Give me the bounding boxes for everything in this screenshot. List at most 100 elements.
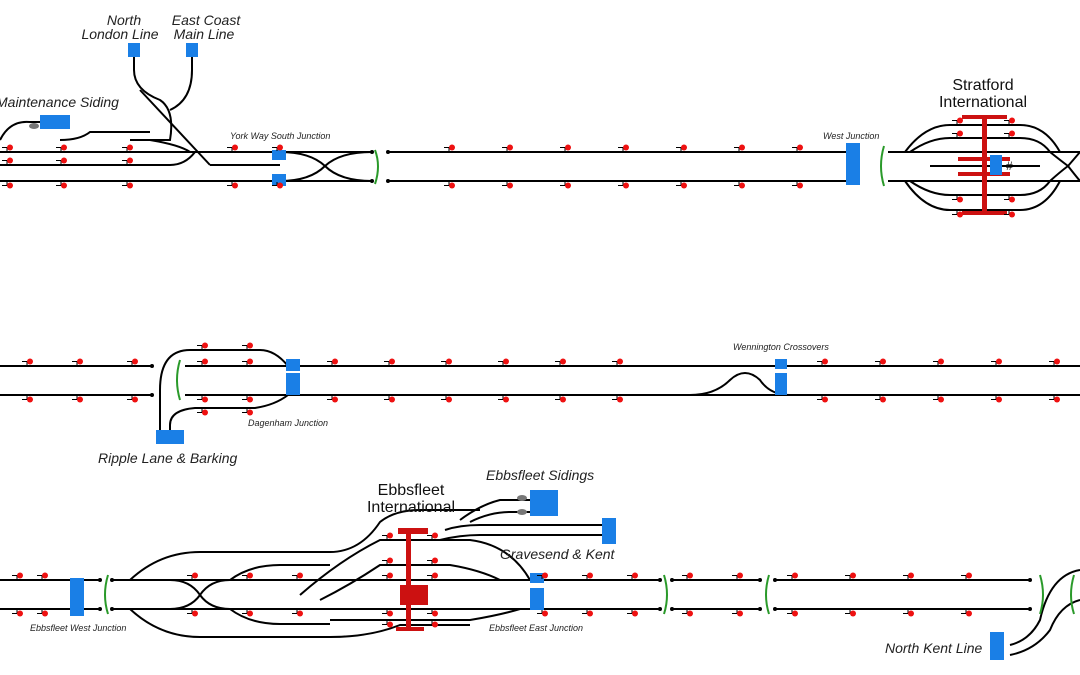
track-end bbox=[773, 607, 777, 611]
signal bbox=[56, 182, 67, 189]
signal bbox=[502, 144, 513, 151]
signal bbox=[952, 130, 963, 137]
block-sidings bbox=[530, 490, 558, 516]
track-eb-xd bbox=[229, 608, 330, 625]
signal bbox=[1004, 130, 1015, 137]
signal bbox=[197, 358, 208, 365]
ebbsfleet-platform-top bbox=[398, 528, 428, 534]
signal bbox=[961, 572, 972, 579]
signal bbox=[991, 358, 1002, 365]
label-wennington: Wennington Crossovers bbox=[733, 342, 829, 352]
signal bbox=[187, 610, 198, 617]
signal bbox=[37, 572, 48, 579]
signal bbox=[875, 396, 886, 403]
signal bbox=[427, 621, 438, 628]
signal bbox=[612, 396, 623, 403]
stratford-platform-m2 bbox=[958, 172, 1010, 176]
ebbsfleet-platform-body bbox=[400, 585, 428, 605]
track-eb-xc bbox=[229, 564, 330, 581]
buffer-maint bbox=[29, 123, 39, 129]
signal bbox=[1004, 211, 1015, 218]
signal bbox=[612, 358, 623, 365]
track-end bbox=[658, 578, 662, 582]
signal bbox=[242, 572, 253, 579]
signal bbox=[292, 572, 303, 579]
ebbsfleet-platform-v bbox=[406, 528, 411, 630]
track-end bbox=[386, 179, 390, 183]
track-end bbox=[1028, 578, 1032, 582]
signal bbox=[427, 572, 438, 579]
block-maint bbox=[40, 115, 70, 129]
bracket-6 bbox=[765, 574, 770, 615]
signal bbox=[618, 182, 629, 189]
signal bbox=[537, 572, 548, 579]
signal bbox=[627, 572, 638, 579]
block-ebe-b bbox=[530, 588, 544, 610]
section-brackets bbox=[104, 145, 1075, 615]
signal bbox=[197, 409, 208, 416]
signal bbox=[817, 358, 828, 365]
track-eb-plat-a bbox=[299, 539, 531, 596]
label-ebbsfleet-east-junction: Ebbsfleet East Junction bbox=[489, 623, 583, 633]
track-eb-plat-b bbox=[319, 564, 501, 601]
track-strat-plat-2 bbox=[909, 137, 1051, 153]
block-ywsj-b bbox=[272, 174, 286, 186]
stratford-platform-m1 bbox=[958, 157, 1010, 161]
track-wenn-xover bbox=[689, 372, 791, 396]
label-ebbsfleet-sidings: Ebbsfleet Sidings bbox=[486, 467, 594, 483]
signal bbox=[227, 182, 238, 189]
signals bbox=[2, 117, 1060, 628]
track-ripple-a bbox=[159, 349, 289, 440]
block-nll bbox=[128, 43, 140, 57]
label-ebbsfleet-west-junction: Ebbsfleet West Junction bbox=[30, 623, 126, 633]
signal bbox=[122, 182, 133, 189]
signal bbox=[787, 572, 798, 579]
signal bbox=[427, 610, 438, 617]
signal bbox=[12, 610, 23, 617]
signal bbox=[555, 358, 566, 365]
signal bbox=[197, 342, 208, 349]
track-lines bbox=[0, 55, 1080, 656]
track-end bbox=[1028, 607, 1032, 611]
buffer-sid-1 bbox=[517, 495, 527, 501]
signal bbox=[242, 396, 253, 403]
signal bbox=[1049, 358, 1060, 365]
signal bbox=[444, 182, 455, 189]
signal bbox=[792, 182, 803, 189]
track-end bbox=[98, 578, 102, 582]
track-end bbox=[370, 179, 374, 183]
signal bbox=[792, 144, 803, 151]
track-eb-gravesend bbox=[444, 524, 612, 531]
track-endpoints bbox=[98, 150, 1032, 611]
track-row1-a bbox=[149, 139, 191, 153]
block-dag-b bbox=[286, 373, 300, 395]
label-dagenham: Dagenham Junction bbox=[248, 418, 328, 428]
signal bbox=[242, 342, 253, 349]
labels: North London Line East Coast Main Line M… bbox=[0, 12, 1027, 656]
label-ecml-2: Main Line bbox=[174, 26, 235, 42]
track-end bbox=[98, 607, 102, 611]
track-end bbox=[670, 607, 674, 611]
block-wenn-a bbox=[775, 359, 787, 369]
label-west-junction: West Junction bbox=[823, 131, 879, 141]
signal bbox=[127, 358, 138, 365]
block-gravesend bbox=[602, 518, 616, 544]
signal bbox=[734, 182, 745, 189]
track-diagonal-row1 bbox=[139, 89, 211, 166]
signal bbox=[37, 610, 48, 617]
block-markers bbox=[40, 43, 1004, 660]
signal bbox=[327, 358, 338, 365]
stratford-platform-top bbox=[962, 115, 1007, 119]
signal bbox=[952, 196, 963, 203]
track-end bbox=[110, 607, 114, 611]
label-north-kent-line: North Kent Line bbox=[885, 640, 982, 656]
signal bbox=[817, 396, 828, 403]
signal bbox=[22, 396, 33, 403]
block-nkl bbox=[990, 632, 1004, 660]
stratford-platform-v bbox=[982, 115, 987, 215]
signal bbox=[382, 610, 393, 617]
track-inner-row1 bbox=[0, 151, 196, 166]
label-ripple-lane: Ripple Lane & Barking bbox=[98, 450, 238, 466]
signal bbox=[732, 572, 743, 579]
